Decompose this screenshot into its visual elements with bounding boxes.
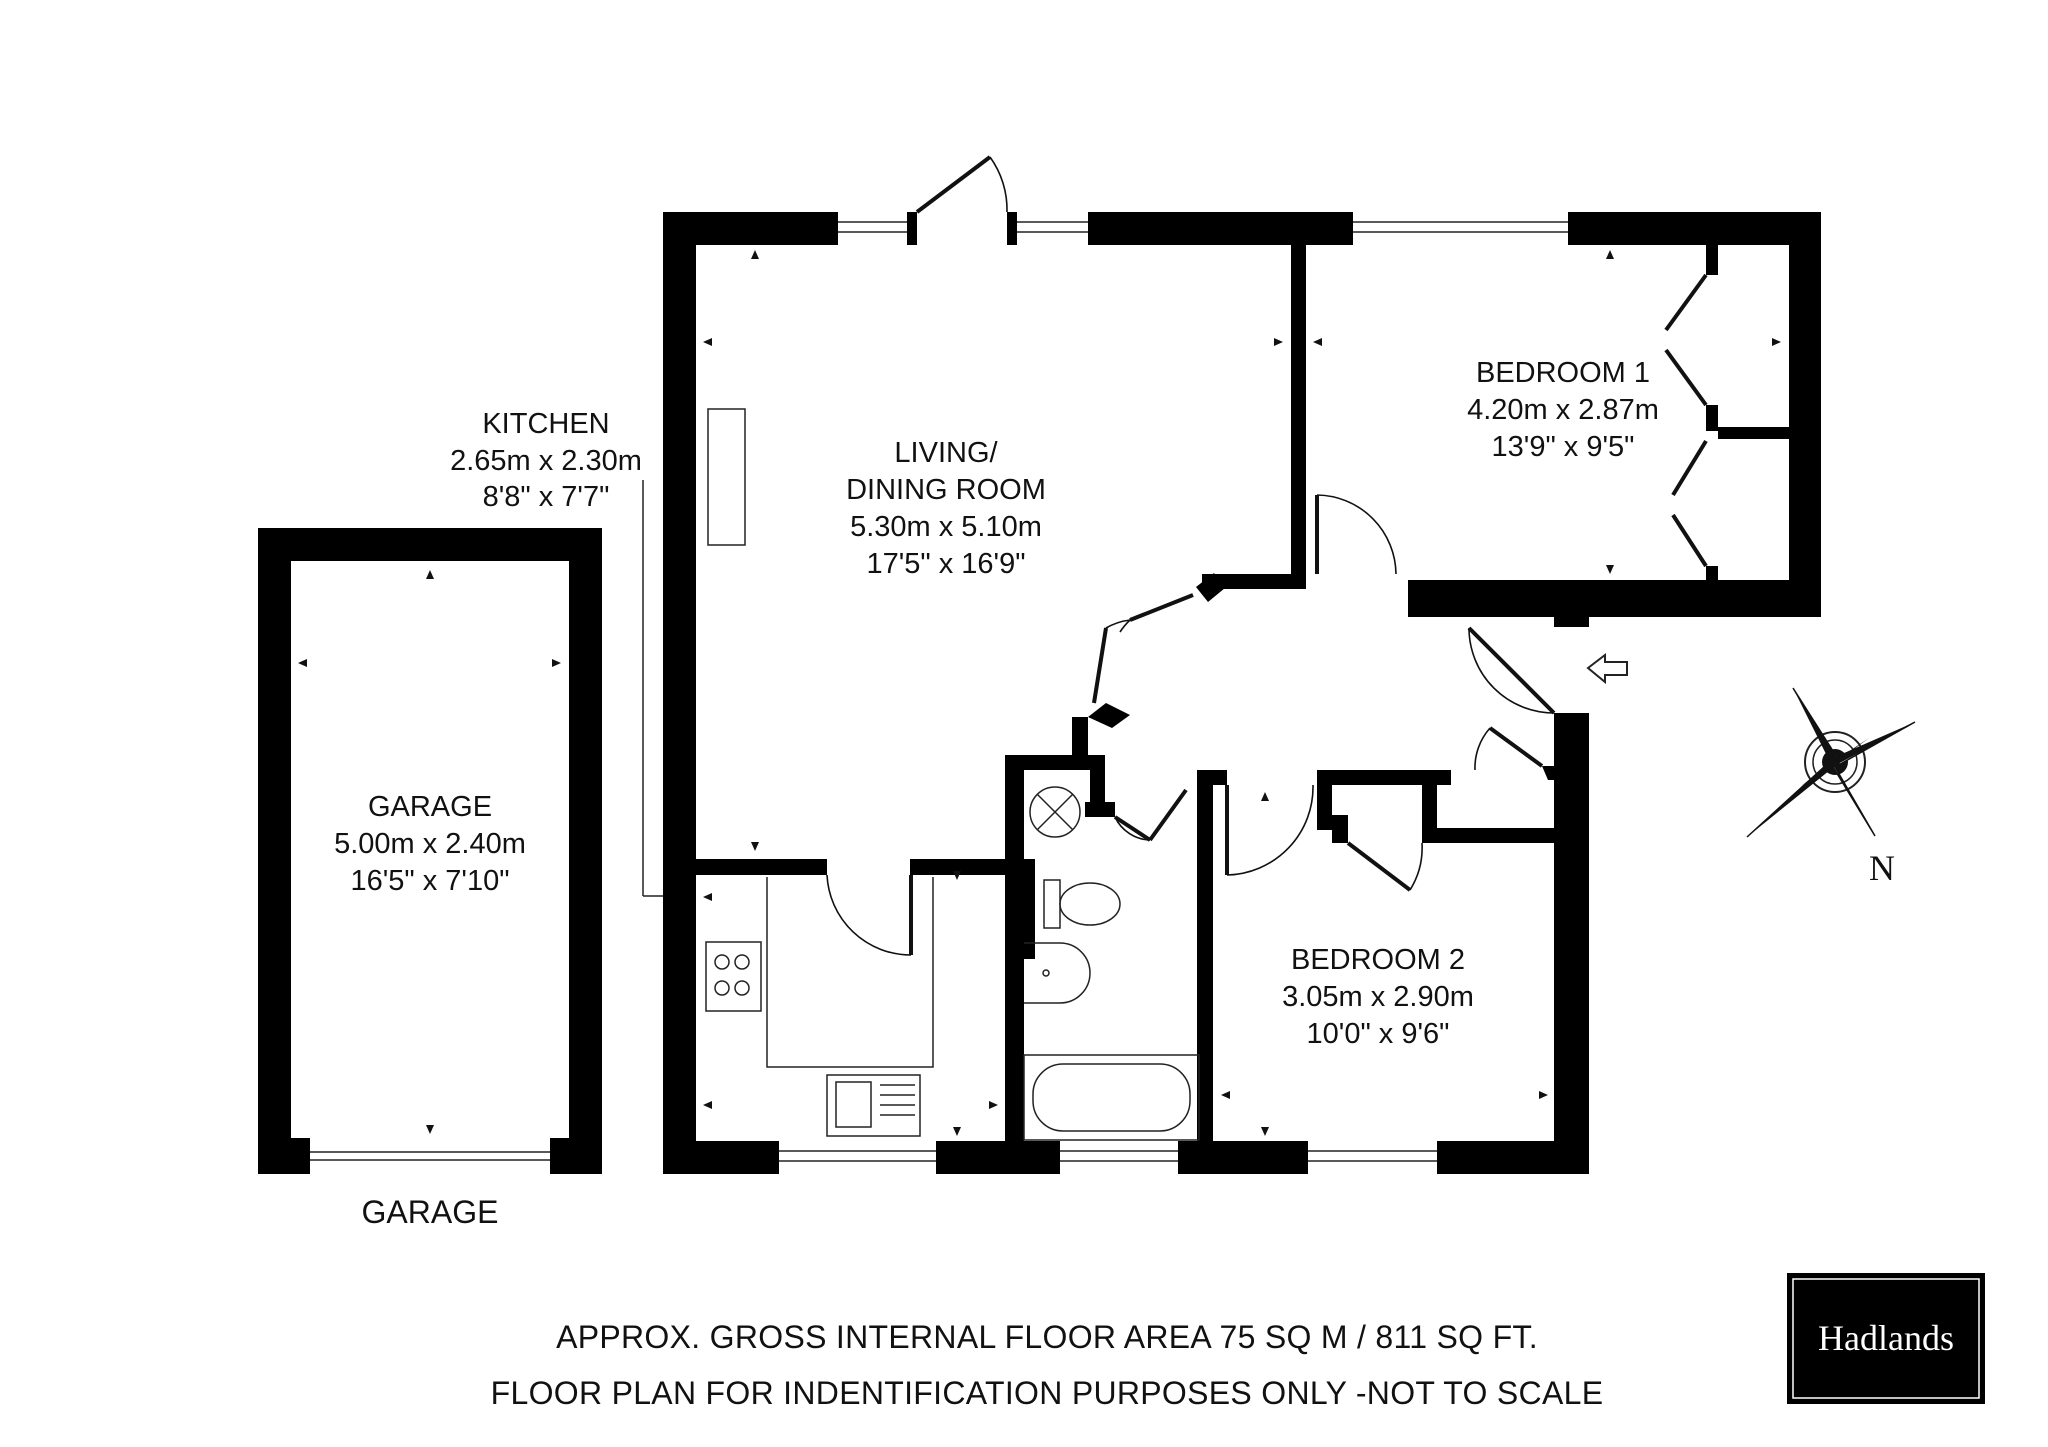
- compass-north-label: N: [1869, 848, 1895, 888]
- brand-logo: Hadlands: [1787, 1273, 1985, 1404]
- bedroom2-metric: 3.05m x 2.90m: [1282, 981, 1474, 1013]
- bedroom1-label: BEDROOM 1 4.20m x 2.87m 13'9" x 9'5": [1467, 357, 1659, 463]
- kitchen-label: KITCHEN 2.65m x 2.30m 8'8" x 7'7": [450, 408, 642, 513]
- bedroom2-imperial: 10'0" x 9'6": [1307, 1018, 1450, 1050]
- living-room-label: LIVING/ DINING ROOM 5.30m x 5.10m 17'5" …: [846, 437, 1046, 580]
- bedroom1-metric: 4.20m x 2.87m: [1467, 394, 1659, 426]
- floor-area-text: APPROX. GROSS INTERNAL FLOOR AREA 75 SQ …: [556, 1319, 1538, 1355]
- bedroom1-name: BEDROOM 1: [1476, 357, 1650, 389]
- garage-section-caption: GARAGE: [362, 1194, 499, 1230]
- house-walls: [663, 212, 1821, 1174]
- doors: [826, 155, 1708, 956]
- kitchen-metric: 2.65m x 2.30m: [450, 445, 642, 477]
- living-imperial: 17'5" x 16'9": [866, 548, 1025, 580]
- living-name-line2: DINING ROOM: [846, 474, 1046, 506]
- dimension-arrows: [703, 250, 1781, 1136]
- disclaimer-text: FLOOR PLAN FOR INDENTIFICATION PURPOSES …: [491, 1375, 1604, 1411]
- garage-imperial: 16'5" x 7'10": [350, 865, 509, 897]
- kitchen-name: KITCHEN: [482, 408, 609, 440]
- living-metric: 5.30m x 5.10m: [850, 511, 1042, 543]
- bedroom2-label: BEDROOM 2 3.05m x 2.90m 10'0" x 9'6": [1282, 944, 1474, 1050]
- brand-name: Hadlands: [1818, 1318, 1954, 1358]
- compass-rose-icon: [1746, 687, 1916, 838]
- garage-metric: 5.00m x 2.40m: [334, 828, 526, 860]
- garage-label: GARAGE 5.00m x 2.40m 16'5" x 7'10": [334, 791, 526, 897]
- bedroom2-name: BEDROOM 2: [1291, 944, 1465, 976]
- fixtures: [642, 408, 1200, 1141]
- bedroom1-imperial: 13'9" x 9'5": [1492, 431, 1635, 463]
- garage-name: GARAGE: [368, 791, 492, 823]
- entrance-arrow-icon: [1586, 652, 1628, 685]
- garage-structure: [258, 528, 602, 1174]
- garage-dimension-arrows: [298, 570, 561, 1134]
- living-name-line1: LIVING/: [894, 437, 998, 469]
- windows: [779, 221, 1568, 1162]
- kitchen-imperial: 8'8" x 7'7": [483, 481, 610, 513]
